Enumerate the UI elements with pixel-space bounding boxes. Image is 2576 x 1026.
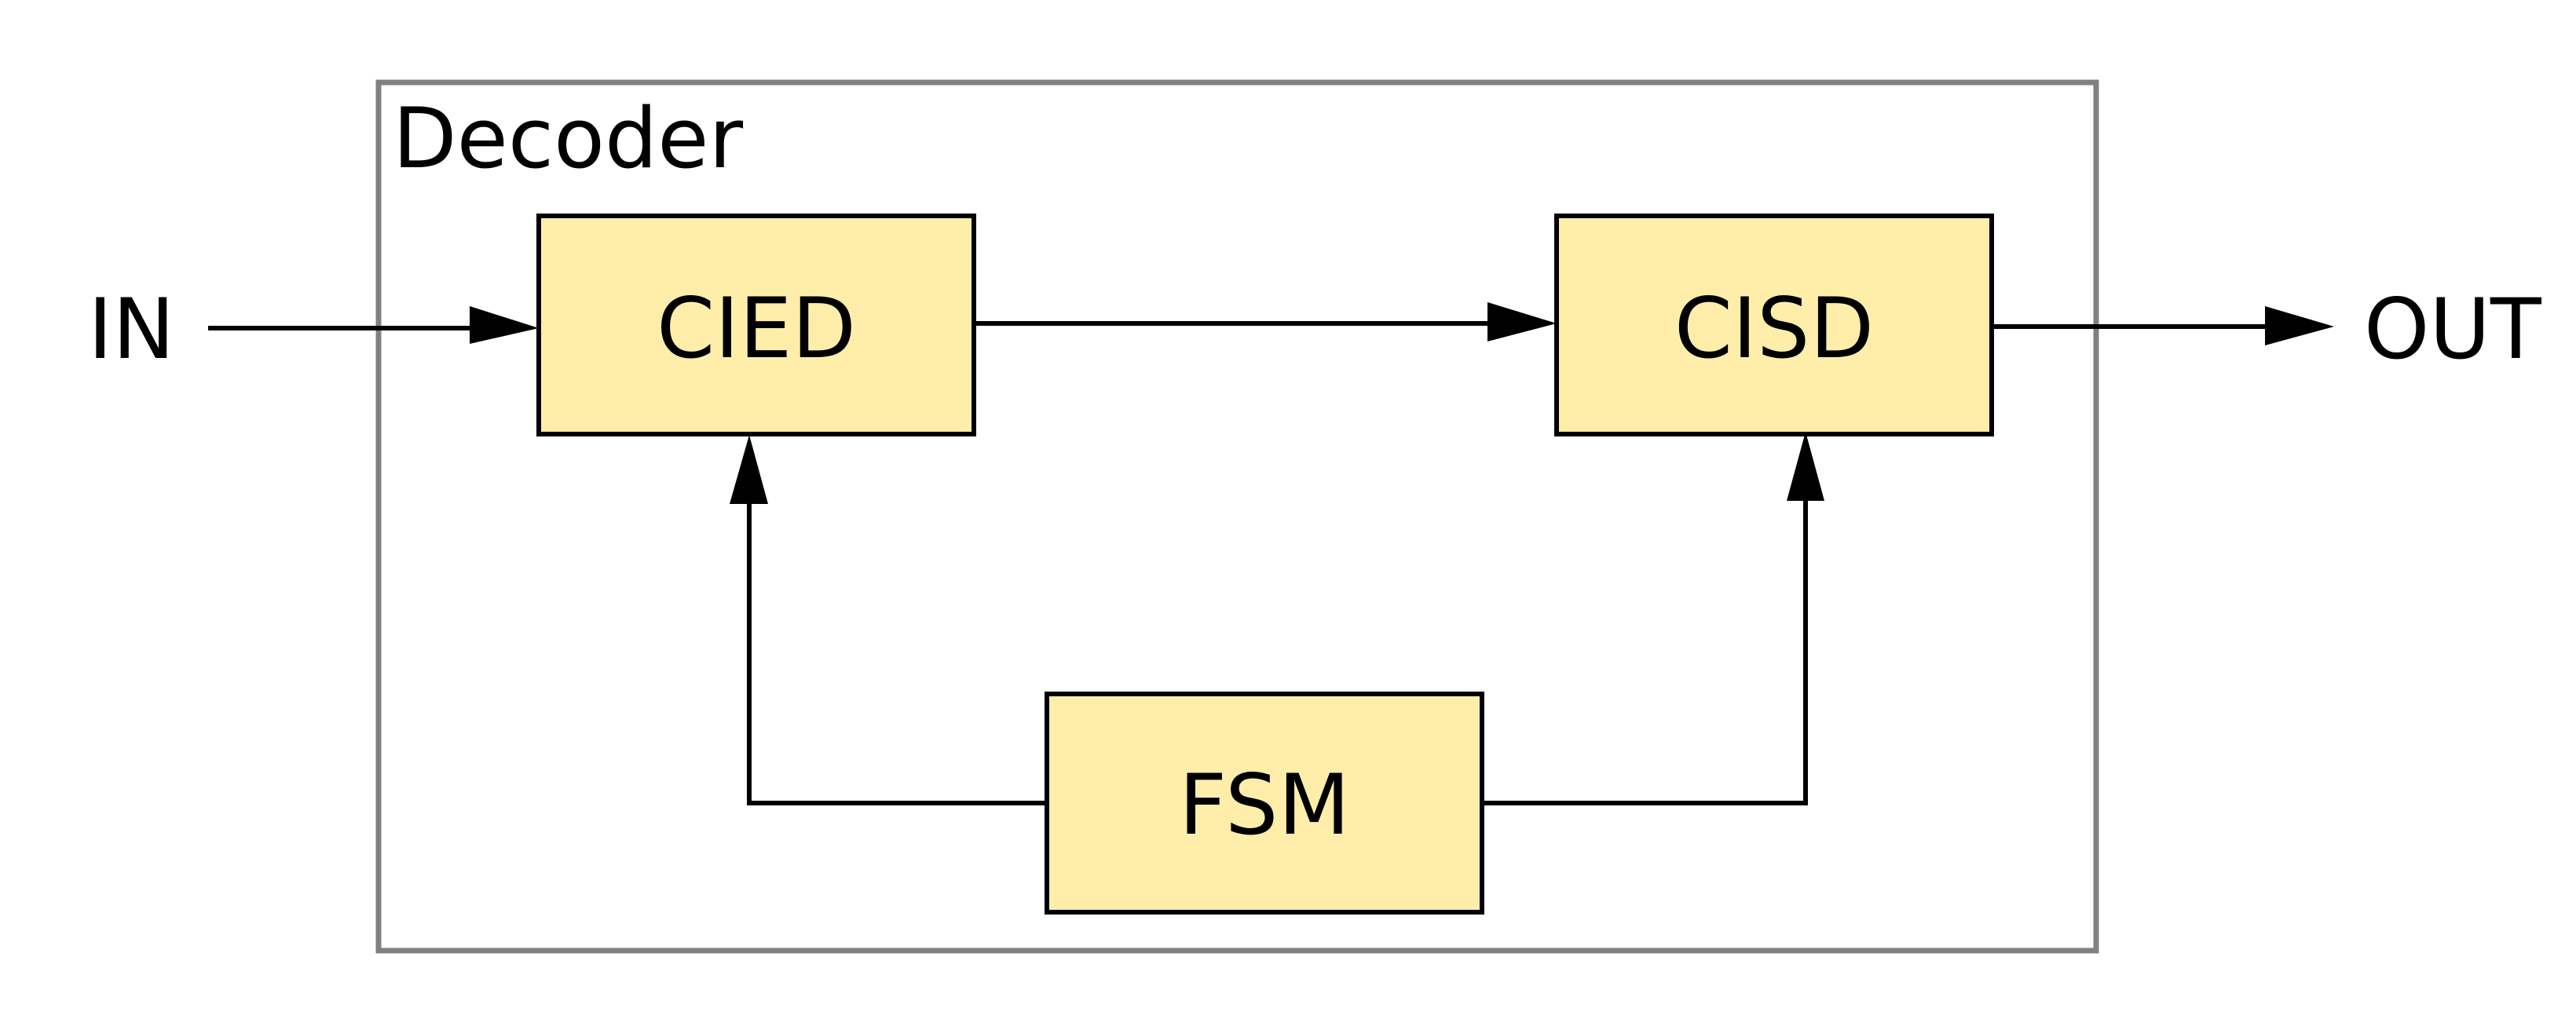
arrowhead-in-to-cied	[470, 306, 539, 344]
decoder-container	[375, 79, 2099, 954]
arrowhead-cisd-to-out	[2265, 306, 2334, 345]
arrow-fsm-to-cisd	[1482, 501, 1808, 805]
input-port-label: IN	[88, 281, 175, 378]
arrowhead-cied-to-cisd	[1487, 302, 1557, 341]
cisd-box	[1554, 214, 1994, 436]
arrowhead-fsm-to-cisd	[1787, 432, 1824, 501]
fsm-block: FSM	[1045, 692, 1484, 915]
cied-label: CIED	[657, 280, 856, 377]
cied-block: CIED	[536, 214, 976, 436]
cisd-block: CISD	[1554, 214, 1994, 436]
cied-box	[536, 214, 976, 436]
output-port-label: OUT	[2364, 281, 2542, 378]
arrowhead-fsm-to-cied	[730, 435, 768, 504]
fsm-label: FSM	[1179, 757, 1350, 853]
decoder-label: Decoder	[393, 90, 743, 187]
arrow-fsm-to-cied	[747, 504, 1047, 805]
fsm-box	[1045, 692, 1484, 915]
arrowheads	[470, 302, 2334, 504]
cisd-label: CISD	[1674, 280, 1874, 377]
connections	[208, 321, 2265, 805]
